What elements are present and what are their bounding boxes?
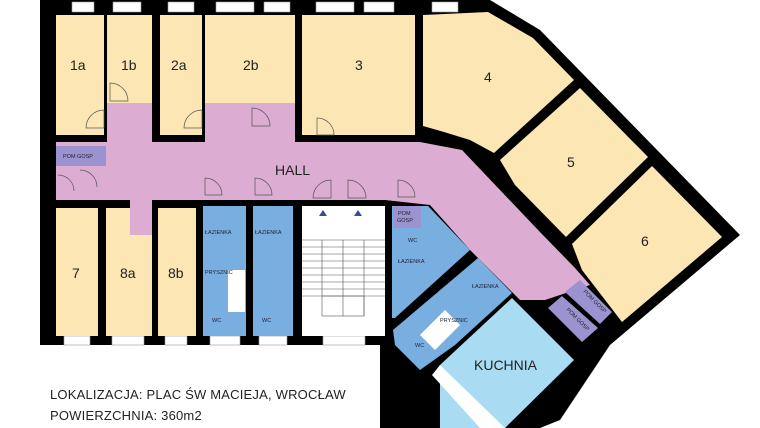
room-8b [158,208,196,336]
room-1b [107,15,152,103]
bathroom-3 [392,206,470,318]
room-label-6: 6 [641,233,649,249]
wc-label: WC [262,318,271,324]
wc-label: WC [415,343,424,349]
room-label-1a: 1a [70,57,86,73]
windows [63,1,459,346]
doors [57,82,416,199]
hall [56,103,590,300]
stairwell [302,206,385,336]
storage-right-2 [548,296,598,342]
kitchen-window-sill [432,365,505,428]
room-1a [56,15,104,135]
shower-label: PRYSZNIC [440,318,468,324]
up-arrow-icon [354,210,362,216]
storage-right-top [393,206,421,228]
storage-left [56,146,106,166]
room-6 [572,166,722,322]
up-arrow-icon [319,210,327,216]
room-3 [302,15,415,135]
room-2b [205,15,295,103]
kitchen [440,298,574,428]
room-label-3: 3 [355,57,363,73]
room-label-8b: 8b [168,265,184,281]
bathroom-label: ŁAZIENKA [398,259,425,265]
storage-label-gosp: GOSP [397,218,413,224]
wc-label: WC [408,238,417,244]
room-4 [423,12,574,153]
bathroom-label: ŁAZIENKA [255,230,282,236]
hall-passage-left [56,170,86,200]
bathroom-label: ŁAZIENKA [205,230,232,236]
offices [56,12,722,336]
bathroom-label: ŁAZIENKA [472,284,499,290]
shower-trays [228,270,460,350]
room-label-4: 4 [484,69,492,85]
room-label-1b: 1b [121,57,137,73]
room-label-7: 7 [72,265,80,281]
location-text: LOKALIZACJA: PLAC ŚW MACIEJA, WROCŁAW [50,387,346,402]
room-label-2b: 2b [243,57,259,73]
bathroom-4 [393,258,512,370]
storage-right-1 [565,280,612,324]
bathroom-2 [253,206,293,336]
room-label-8a: 8a [120,265,136,281]
storage-label-pom: POM [398,211,411,217]
room-2a [160,15,202,135]
room-label-2a: 2a [171,57,187,73]
room-label-5: 5 [567,154,575,170]
hall-passage [130,200,152,235]
hall-label: HALL [275,162,310,178]
shower-label: PRYSZNIC [205,270,233,276]
room-5 [500,88,648,237]
room-7 [56,208,98,336]
area-text: POWIERZCHNIA: 360m2 [50,408,202,423]
wc-label: WC [212,318,221,324]
storage-label: POM GOSP [63,154,93,160]
kitchen-label: KUCHNIA [474,357,538,373]
bathrooms [203,206,512,370]
